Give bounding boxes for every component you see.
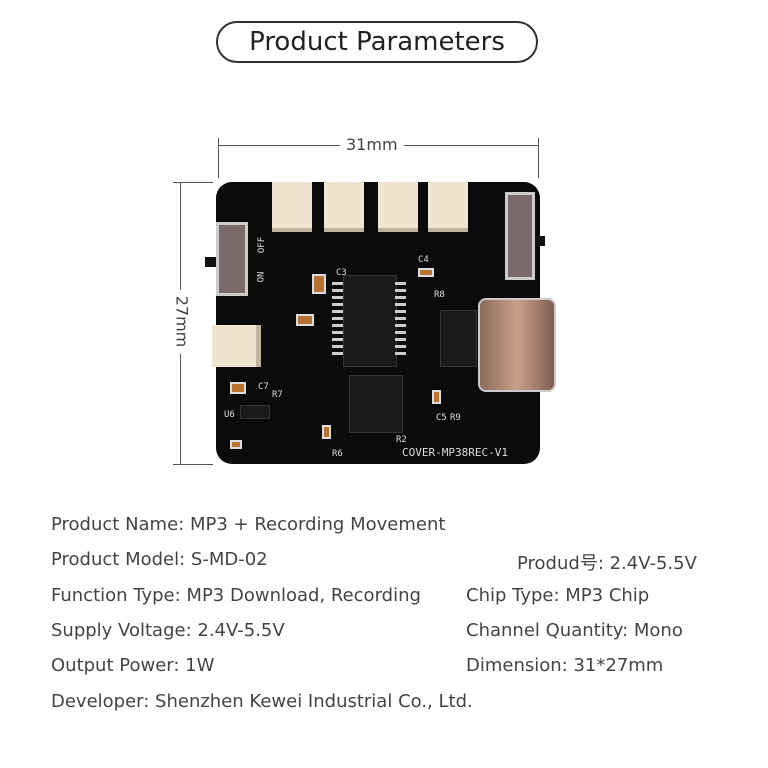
silk-r2: R2 — [396, 435, 407, 445]
main-chip — [343, 275, 397, 367]
side-connector — [212, 325, 261, 367]
connector — [378, 182, 418, 232]
silk-r9: R9 — [450, 413, 461, 423]
capacitor — [296, 314, 314, 326]
capacitor — [230, 440, 242, 449]
width-tick-left — [218, 138, 219, 178]
silk-c4: C4 — [418, 255, 429, 265]
page-title: Product Parameters — [216, 21, 538, 63]
silk-u6: U6 — [224, 410, 235, 420]
width-label: 31mm — [340, 135, 404, 154]
capacitor — [322, 425, 331, 439]
height-tick-top — [173, 182, 213, 183]
spec-function-type: Function Type: MP3 Download, Recording — [51, 585, 421, 606]
silk-off: OFF — [257, 236, 268, 254]
spec-output-power: Output Power: 1W — [51, 655, 215, 676]
connector — [324, 182, 364, 232]
spec-product-model: Product Model: S-MD-02 — [51, 549, 268, 570]
spec-channel-quantity: Channel Quantity: Mono — [466, 620, 683, 641]
connector — [272, 182, 312, 232]
chip-pins-right — [395, 282, 406, 358]
board-label: COVER-MP38REC-V1 — [402, 446, 508, 459]
spec-dimension: Dimension: 31*27mm — [466, 655, 664, 676]
silk-on: ON — [256, 271, 267, 283]
silk-r6: R6 — [332, 449, 343, 459]
spec-product-voltage: Produd号: 2.4V-5.5V — [517, 553, 697, 574]
connector — [428, 182, 468, 232]
switch-lever — [205, 257, 216, 267]
side-switch — [505, 192, 535, 280]
spec-supply-voltage: Supply Voltage: 2.4V-5.5V — [51, 620, 285, 641]
power-switch — [216, 222, 248, 296]
spec-developer: Developer: Shenzhen Kewei Industrial Co.… — [51, 691, 473, 712]
height-tick-bottom — [173, 464, 213, 465]
chip-pins-left — [332, 282, 343, 358]
capacitor — [418, 268, 434, 277]
switch-lever — [535, 236, 545, 246]
usb-c-port — [478, 298, 556, 392]
width-tick-right — [538, 138, 539, 178]
regulator-chip — [240, 405, 270, 419]
secondary-chip — [349, 375, 403, 433]
small-chip — [440, 310, 477, 367]
silk-c5: C5 — [436, 413, 447, 423]
spec-chip-type: Chip Type: MP3 Chip — [466, 585, 650, 606]
height-label: 27mm — [172, 289, 192, 354]
capacitor — [312, 274, 326, 294]
silk-c3: C3 — [336, 268, 347, 278]
silk-r8: R8 — [434, 290, 445, 300]
capacitor — [230, 382, 246, 394]
capacitor — [432, 390, 441, 404]
silk-r7: R7 — [272, 390, 283, 400]
silk-c7: C7 — [258, 382, 269, 392]
spec-product-name: Product Name: MP3 + Recording Movement — [51, 514, 446, 535]
